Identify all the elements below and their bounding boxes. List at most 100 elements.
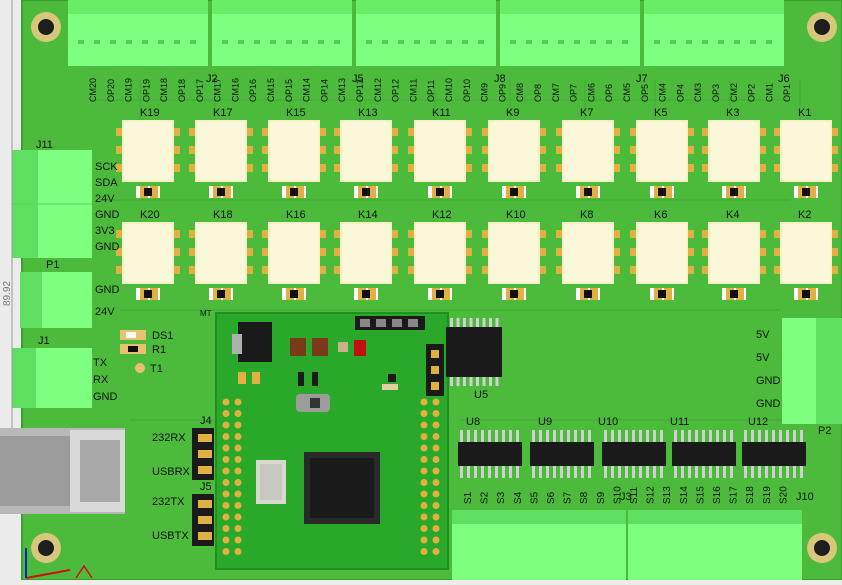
- mcu-module: [215, 312, 449, 570]
- module-pin: [420, 433, 428, 440]
- relay-k17: [189, 120, 253, 198]
- relay-k7: [556, 120, 620, 198]
- relay-k2-label: K2: [798, 209, 811, 221]
- module-pin: [222, 456, 230, 463]
- relay-k3-label: K3: [726, 107, 739, 119]
- switch-label: S14: [679, 486, 690, 504]
- mounting-hole: [807, 12, 837, 42]
- top-terminal-block-1[interactable]: [68, 0, 208, 66]
- j11-pin-label: GND: [95, 209, 120, 221]
- ic-ref-label: U9: [538, 416, 552, 428]
- module-pin: [420, 444, 428, 452]
- relay-k4: [702, 222, 766, 300]
- pin-label-top: OP2: [747, 84, 757, 102]
- module-pin: [420, 467, 428, 475]
- module-pin: [234, 433, 242, 440]
- module-pin: [420, 502, 428, 509]
- switch-label: S11: [629, 487, 640, 504]
- j3-connector[interactable]: [452, 510, 626, 580]
- module-pin: [432, 536, 440, 544]
- top-terminal-block-2[interactable]: [212, 0, 352, 66]
- mcu-header: [355, 316, 425, 330]
- relay-k1-label: K1: [798, 107, 811, 119]
- usb-b-connector[interactable]: [0, 428, 125, 514]
- module-pin: [234, 502, 242, 509]
- u5-ref: U5: [474, 389, 488, 401]
- pin-label-top: OP10: [462, 79, 472, 102]
- pin-label-top: CM14: [302, 78, 312, 102]
- module-pin: [234, 421, 242, 429]
- p1-ref: P1: [46, 259, 59, 271]
- ic-ref-label: U11: [670, 416, 689, 428]
- switch-label: S4: [513, 491, 524, 504]
- p2-pin-label: 5V: [756, 352, 770, 364]
- ic-ref-label: U12: [748, 416, 768, 428]
- top-connector-ref: J8: [494, 73, 506, 85]
- module-pin: [222, 490, 230, 498]
- top-connector-ref: J7: [636, 73, 648, 85]
- j11-ref: J11: [36, 139, 53, 151]
- switch-label: S5: [529, 491, 540, 504]
- ic-u9: [530, 430, 594, 478]
- switch-label: S16: [712, 486, 723, 504]
- module-pin: [234, 536, 242, 544]
- top-terminal-block-5[interactable]: [644, 0, 784, 66]
- module-pin: [420, 410, 428, 417]
- pin-label-top: CM7: [551, 83, 561, 102]
- j5-jumper[interactable]: [192, 494, 214, 546]
- pin-label-top: OP13: [355, 79, 365, 102]
- pin-label-top: CM1: [764, 83, 774, 102]
- relay-k17-label: K17: [213, 107, 233, 119]
- module-pin: [222, 479, 230, 486]
- relay-k18-label: K18: [213, 209, 233, 221]
- relay-k8: [556, 222, 620, 300]
- j3-ref: J3: [620, 491, 632, 503]
- module-pin: [432, 525, 440, 532]
- switch-label: S10: [612, 486, 623, 504]
- relay-k13-label: K13: [358, 107, 378, 119]
- t1-pad: [135, 363, 145, 373]
- p1-pin-label: GND: [95, 284, 120, 296]
- module-pin: [222, 502, 230, 509]
- switch-label: S18: [745, 486, 756, 504]
- top-terminal-block-3[interactable]: [356, 0, 496, 66]
- relay-k6-label: K6: [654, 209, 667, 221]
- top-terminal-block-4[interactable]: [500, 0, 640, 66]
- j1-pin-label: GND: [93, 391, 118, 403]
- module-pin: [420, 479, 428, 486]
- top-connector-ref: J2: [206, 73, 218, 85]
- module-pin: [222, 525, 230, 532]
- top-connector-ref: J5: [352, 73, 364, 85]
- module-pin: [432, 433, 440, 440]
- relay-k1: [774, 120, 838, 198]
- pin-label-top: CM9: [480, 83, 490, 102]
- relay-k9: [482, 120, 546, 198]
- relay-k20: [116, 222, 180, 300]
- j11-pin-label: GND: [95, 241, 120, 253]
- pin-label-top: OP16: [248, 79, 258, 102]
- relay-k2: [774, 222, 838, 300]
- pin-label-top: OP7: [569, 84, 579, 102]
- p1-connector[interactable]: [20, 272, 92, 328]
- pin-label-top: OP15: [284, 79, 294, 102]
- p2-pin-label: GND: [756, 398, 781, 410]
- pin-label-top: OP14: [319, 79, 329, 102]
- relay-k13: [334, 120, 398, 198]
- ic-ref-label: U8: [466, 416, 480, 428]
- module-pin: [222, 410, 230, 417]
- module-pin: [432, 467, 440, 475]
- j10-connector[interactable]: [628, 510, 802, 580]
- p2-connector[interactable]: [782, 318, 842, 424]
- j4-jumper[interactable]: [192, 428, 214, 480]
- j1-connector[interactable]: [12, 348, 92, 408]
- j11-connector[interactable]: [12, 150, 92, 258]
- module-pin: [420, 398, 428, 406]
- pin-label-top: CM13: [337, 78, 347, 102]
- j11-pin-label: SDA: [95, 177, 118, 189]
- switch-label: S19: [762, 486, 773, 504]
- switch-label: S6: [546, 491, 557, 504]
- j5-ref: J5: [200, 481, 212, 493]
- relay-k15: [262, 120, 326, 198]
- j1-ref: J1: [38, 335, 50, 347]
- switch-label: S13: [662, 486, 673, 504]
